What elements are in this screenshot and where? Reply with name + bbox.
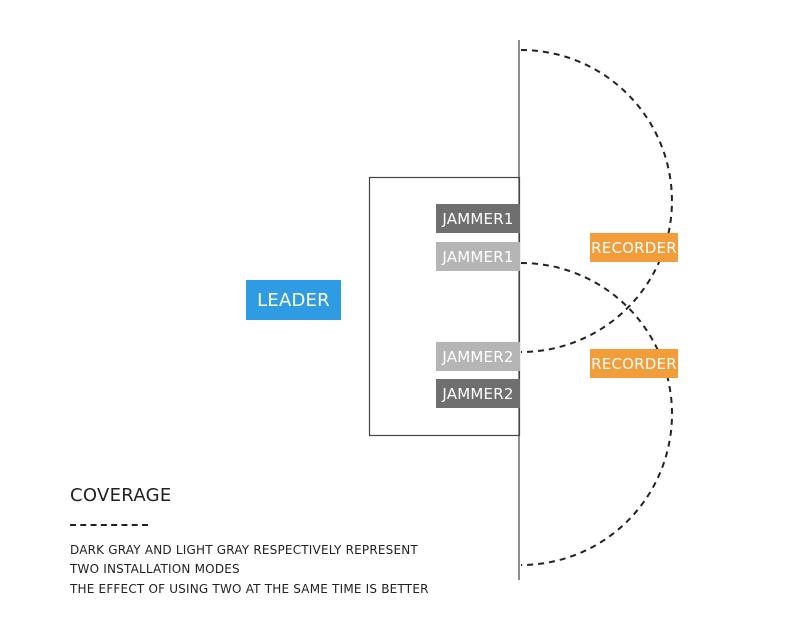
- room-outline: [368, 176, 521, 437]
- leader-label: LEADER: [246, 280, 341, 320]
- coverage-arc-lower: [520, 262, 673, 566]
- coverage-arc-upper: [520, 49, 673, 353]
- recorder-lower-label: RECORDER: [590, 349, 678, 378]
- legend-text-line-2: TWO INSTALLATION MODES: [70, 562, 240, 576]
- jammer1-dark-label: JAMMER1: [436, 204, 520, 233]
- legend-title: COVERAGE: [70, 485, 172, 506]
- recorder-upper-label: RECORDER: [590, 233, 678, 262]
- jammer2-light-label: JAMMER2: [436, 342, 520, 371]
- legend-text-line-3: THE EFFECT OF USING TWO AT THE SAME TIME…: [70, 582, 429, 596]
- legend-text-line-1: DARK GRAY AND LIGHT GRAY RESPECTIVELY RE…: [70, 543, 418, 557]
- jammer1-light-label: JAMMER1: [436, 242, 520, 271]
- jammer2-dark-label: JAMMER2: [436, 379, 520, 408]
- legend-dashed-line: [70, 524, 148, 526]
